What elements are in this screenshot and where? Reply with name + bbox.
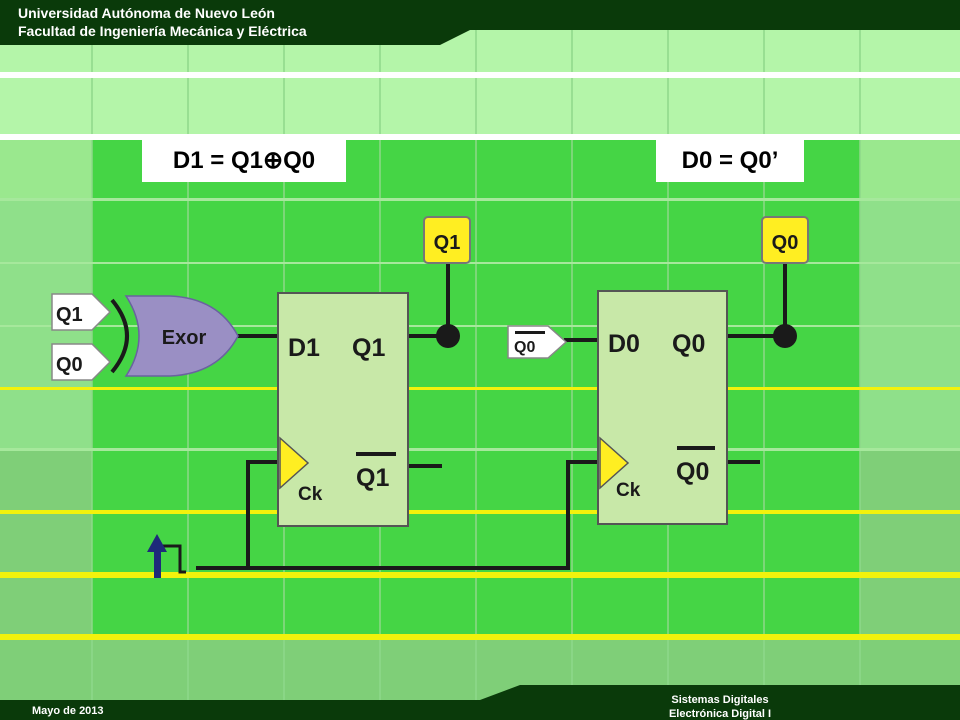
lower-side-band-right: [860, 450, 960, 640]
ff1-d-label: D1: [288, 334, 320, 362]
ff1-clock-triangle: [279, 436, 310, 490]
ff0-body: [597, 290, 728, 525]
ff1-qbar-label: Q1: [356, 464, 389, 492]
equation-d1-right: Q0: [283, 147, 316, 174]
ff1-qbar-overline: [356, 452, 396, 456]
header-university: Universidad Autónoma de Nuevo León: [18, 5, 275, 21]
equation-xor-symbol: ⊕: [262, 147, 284, 174]
exor-gate: Exor: [110, 295, 239, 377]
grid-horizontal-lines: [0, 72, 960, 640]
ff0-input-overline: [515, 331, 545, 334]
footer-bar: [0, 685, 960, 720]
lower-side-band: [0, 450, 92, 640]
exor-input-q0-tag: Q0: [51, 343, 112, 381]
ff1-clk-label: Ck: [298, 484, 323, 505]
circuit-wires: [196, 260, 787, 570]
output-q1-label: Q1: [434, 232, 461, 254]
exor-input-q0-label: Q0: [56, 354, 83, 376]
flip-flop-d0: D0 Q0 Q0 Ck: [597, 290, 728, 525]
clock-pulse-icon: [147, 534, 186, 578]
footer-course-line1: Sistemas Digitales: [671, 694, 769, 706]
equation-d1-left: D1 = Q1: [172, 147, 263, 174]
ff0-qbar-overline: [677, 446, 715, 450]
exor-input-q1-tag: Q1: [51, 293, 112, 331]
output-q1-flag: Q1: [423, 216, 471, 264]
ff0-q-label: Q0: [672, 330, 705, 358]
equation-d0: D0 = Q0’: [656, 140, 804, 182]
ff1-q-label: Q1: [352, 334, 385, 362]
ff0-clk-label: Ck: [616, 480, 641, 501]
ff0-qbar-label: Q0: [676, 458, 709, 486]
ff0-d-label: D0: [608, 330, 640, 358]
ff1-body: [277, 292, 409, 527]
header-faculty: Facultad de Ingeniería Mecánica y Eléctr…: [18, 23, 307, 39]
q0-output-node: [773, 324, 797, 348]
footer-date: Mayo de 2013: [32, 705, 104, 717]
flip-flop-d1: D1 Q1 Q1 Ck: [277, 292, 409, 527]
exor-input-q1-label: Q1: [56, 304, 83, 326]
output-q0-flag: Q0: [761, 216, 809, 264]
header-bar: [0, 0, 960, 45]
ff0-input-tag: Q0: [507, 325, 568, 359]
output-q0-label: Q0: [772, 232, 799, 254]
equation-d1: D1 = Q1⊕Q0: [142, 140, 346, 182]
q1-output-node: [436, 324, 460, 348]
exor-input-curve: [110, 298, 129, 374]
top-light-band: [0, 30, 960, 140]
exor-body: [124, 295, 239, 377]
ff0-input-label: Q0: [514, 339, 535, 356]
exor-label: Exor: [162, 327, 207, 349]
ff0-clock-triangle: [599, 436, 630, 490]
footer-course-line2: Electrónica Digital I: [668, 708, 772, 720]
